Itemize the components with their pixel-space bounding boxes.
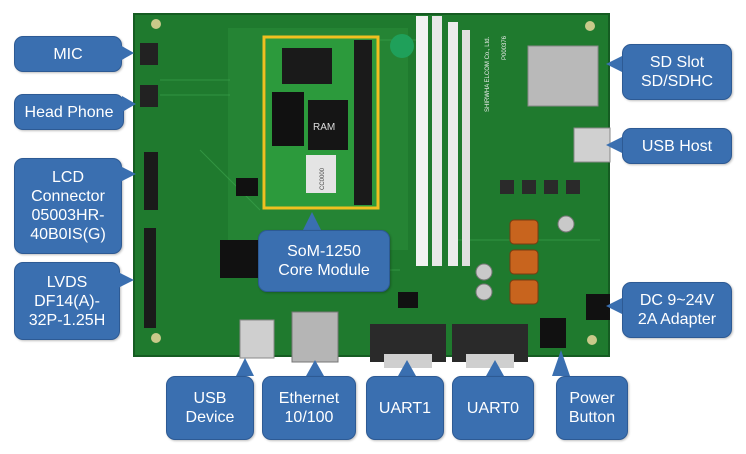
callout-usb-device-text: USB Device [185,390,235,426]
usb-host-port [573,127,611,163]
usb-device-port [239,319,275,359]
header-strip [416,16,428,266]
callout-usb-device: USB Device [166,376,254,440]
callout-uart0: UART0 [452,376,534,440]
mount-hole [587,335,597,345]
cpu-chip [272,92,304,146]
capacitors [475,215,575,301]
callout-uart1: UART1 [366,376,444,440]
callout-power-pointer [552,350,570,376]
callout-uart1-pointer [398,360,416,376]
lcd-connector-part [144,152,158,210]
callout-lcd-text: LCD Connector 05003HR- 40B0IS(G) [30,169,106,243]
header-strip [432,16,442,266]
callout-uart0-text: UART0 [466,399,520,417]
callout-lvds-pointer [118,272,134,288]
inductors [509,219,539,305]
callout-mic-pointer [120,45,134,61]
battery [390,34,414,58]
lvds-connector-part [144,228,156,328]
mount-hole [151,333,161,343]
callout-lvds: LVDS DF14(A)- 32P-1.25H [14,262,120,340]
callout-usb-host: USB Host [622,128,732,164]
callout-power-text: Power Button [568,390,616,426]
callout-usb-host-pointer [606,137,622,153]
mount-hole [151,19,161,29]
callout-dc-pointer [606,298,622,314]
callout-som-text: SoM-1250 Core Module [278,243,370,279]
callout-lcd: LCD Connector 05003HR- 40B0IS(G) [14,158,122,254]
power-button-part [540,318,566,348]
callout-dc: DC 9~24V 2A Adapter [622,282,732,338]
som-highlight [262,35,380,210]
callout-lcd-pointer [120,166,136,182]
chip [220,240,264,278]
som-connector [354,40,372,205]
vendor-label: SHIRWHA ELCOM Co., Ltd. [485,36,491,112]
callout-lvds-text: LVDS DF14(A)- 32P-1.25H [28,273,106,329]
callout-usb-host-text: USB Host [641,137,713,155]
callout-sd: SD Slot SD/SDHC [622,44,732,100]
code-chip-label: CC0000 [320,167,326,190]
chip [236,178,258,196]
callout-som: SoM-1250 Core Module [258,230,390,292]
callout-headphone-text: Head Phone [24,103,114,121]
callout-dc-text: DC 9~24V 2A Adapter [637,292,717,328]
callout-headphone-pointer [122,96,136,112]
callout-power: Power Button [556,376,628,440]
callout-usb-device-pointer [236,358,254,376]
header-strip [462,30,470,266]
buttons-row [500,180,580,194]
headphone-jack [140,85,158,107]
ethernet-port [291,311,339,363]
ram-chip-label: RAM [313,122,335,133]
callout-sd-pointer [606,56,622,72]
callout-uart0-pointer [486,360,504,376]
chip [398,292,418,308]
mic-jack [140,43,158,65]
ram-chip [308,100,348,150]
label-chip [306,155,336,193]
callout-headphone: Head Phone [14,94,124,130]
header-strip [448,22,458,266]
callout-ethernet-pointer [306,360,324,376]
sd-slot-part [527,45,599,107]
callout-mic-text: MIC [53,45,83,63]
model-label: P000376 [502,35,508,60]
callout-mic: MIC [14,36,122,72]
callout-ethernet: Ethernet 10/100 [262,376,356,440]
flash-chip [282,48,332,84]
callout-ethernet-text: Ethernet 10/100 [278,390,340,426]
callout-uart1-text: UART1 [378,399,432,417]
mount-hole [585,21,595,31]
callout-som-pointer [302,212,322,232]
callout-sd-text: SD Slot SD/SDHC [640,54,713,90]
